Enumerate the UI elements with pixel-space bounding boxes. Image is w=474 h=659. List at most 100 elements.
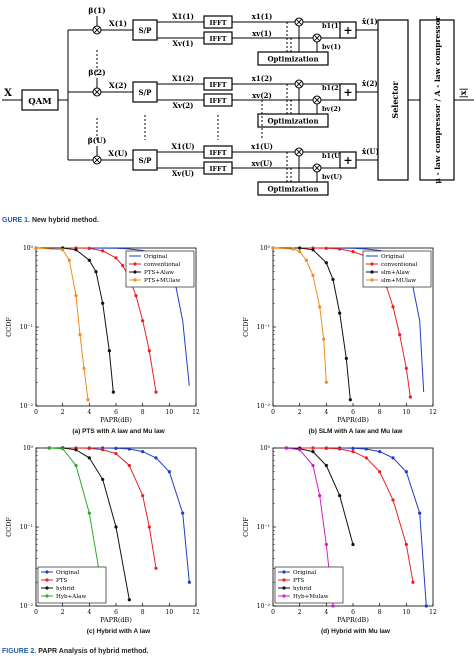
series-4-point <box>47 446 51 450</box>
series-4-point <box>318 493 322 498</box>
x-axis-label: PAPR(dB) <box>100 416 132 424</box>
legend-marker-2 <box>45 578 49 582</box>
series-3-point <box>101 477 105 482</box>
x-tick-label: 4 <box>87 409 91 416</box>
series-2-point <box>141 493 145 498</box>
series-4-point <box>291 247 295 251</box>
b1-multiplier-1-stroke <box>295 18 303 26</box>
series-4-point <box>304 258 308 262</box>
legend-entry-3: slm+Alaw <box>381 270 410 276</box>
series-3-point <box>348 398 352 402</box>
x-tick-label: 6 <box>114 409 118 416</box>
series-4-point <box>34 246 38 250</box>
series-4-point <box>322 337 326 341</box>
compressor-label: μ - law compressor / A - law compressor <box>433 15 442 183</box>
legend-entry-3: PTS+Alaw <box>144 270 174 276</box>
series-2-point <box>121 263 125 268</box>
x-tick-label: 0 <box>271 609 275 616</box>
series-4-point <box>61 447 65 451</box>
x-tick-label: 2 <box>61 409 65 416</box>
series-3-point <box>324 463 328 468</box>
x-axis-label: PAPR(dB) <box>337 616 369 624</box>
optimization-block-1 <box>257 51 329 66</box>
series-2-point <box>141 319 145 323</box>
x-tick-label: 8 <box>141 609 145 616</box>
series-2-point <box>324 246 328 250</box>
optimization-label-1: Optimization <box>267 55 318 64</box>
x-tick-label: 10 <box>403 409 411 416</box>
y-tick-label: 10⁻² <box>20 403 34 410</box>
x1-label-2: X1(2) <box>172 74 194 83</box>
ifft-label-3b: IFFT <box>209 165 226 173</box>
x-tick-label: 6 <box>351 409 355 416</box>
legend-entry-1: Original <box>293 570 316 576</box>
xhat-label-3: x̂(U) <box>362 147 379 156</box>
x-axis-label: PAPR(dB) <box>337 416 369 424</box>
optimization-block-3 <box>257 181 329 196</box>
xhat-label-2: x̂(2) <box>362 79 378 88</box>
optimization-label-2: Optimization <box>267 117 318 126</box>
series-3-point <box>114 525 118 529</box>
series-2-point <box>114 256 118 260</box>
series-3-point <box>351 542 355 547</box>
x-tick-label: 10 <box>166 409 174 416</box>
legend-entry-1: Original <box>144 254 167 260</box>
legend-entry-2: conventional <box>381 262 418 268</box>
xv-label-3: Xv(U) <box>172 169 194 178</box>
series-1-point <box>424 604 428 608</box>
series-3-point <box>338 311 342 315</box>
bv-multiplier-3-stroke <box>313 164 321 172</box>
beta-multiplier-3-stroke <box>93 156 101 164</box>
legend-entry-3: hybrid <box>293 586 312 592</box>
sp-label-1: S/P <box>139 26 153 35</box>
x-tick-label: 6 <box>351 609 355 616</box>
sp-block-1 <box>132 19 158 41</box>
legend-entry-4: slm+MUlaw <box>381 278 416 284</box>
series-4-point <box>74 463 78 468</box>
legend-marker-3 <box>45 586 49 590</box>
txv-label-3: xv(U) <box>252 159 273 168</box>
y-axis-label: CCDF <box>5 517 13 537</box>
series-4-point <box>318 305 322 309</box>
x-tick-label: 8 <box>378 409 382 416</box>
x-tick-label: 12 <box>429 409 437 416</box>
y-tick-label: 10⁻² <box>257 603 271 610</box>
series-4-point <box>74 293 78 298</box>
series-4-point <box>82 366 86 370</box>
series-1-point <box>141 450 145 454</box>
sum-sign-1: + <box>343 24 352 37</box>
x-tick-label: 2 <box>298 609 302 616</box>
y-tick-label: 10⁻¹ <box>257 524 270 531</box>
figure1-caption-text: New hybrid method. <box>31 217 99 224</box>
tx1-label-1: x1(1) <box>252 12 273 21</box>
series-3-point <box>331 277 335 282</box>
series-4-point <box>324 542 328 547</box>
series-1-point <box>154 456 158 460</box>
series-2-point <box>127 463 131 468</box>
x-tick-label: 12 <box>192 609 200 616</box>
compressor-block <box>419 19 455 181</box>
series-4-point <box>271 246 275 250</box>
legend-marker-1 <box>282 570 286 574</box>
txv-label-2: xv(2) <box>252 91 272 100</box>
series-2-point <box>408 395 412 399</box>
figure1-caption: GURE 1. New hybrid method. <box>2 217 99 224</box>
bv-label-1: bv(1) <box>322 43 341 51</box>
sum-sign-2: + <box>343 86 352 99</box>
legend-entry-1: Original <box>56 570 79 576</box>
series-2-point <box>398 333 402 337</box>
y-tick-label: 10⁻² <box>257 403 271 410</box>
legend-entry-4: Hyb+Mulaw <box>293 594 329 600</box>
xv-label-1: Xv(1) <box>173 39 194 48</box>
legend-box <box>37 566 107 604</box>
series-1-point <box>187 580 191 584</box>
y-tick-label: 10⁰ <box>260 445 271 452</box>
figure2-caption: FIGURE 2. PAPR Analysis of hybrid method… <box>2 648 149 655</box>
block-diagram: XQAMβ(1)X(1)S/PX1(1)Xv(1)IFFTIFFTx1(1)xv… <box>2 6 474 196</box>
series-2-point <box>114 451 118 456</box>
series-4-point <box>298 250 302 254</box>
sp-label-3: S/P <box>139 156 153 165</box>
x-tick-label: 6 <box>114 609 118 616</box>
